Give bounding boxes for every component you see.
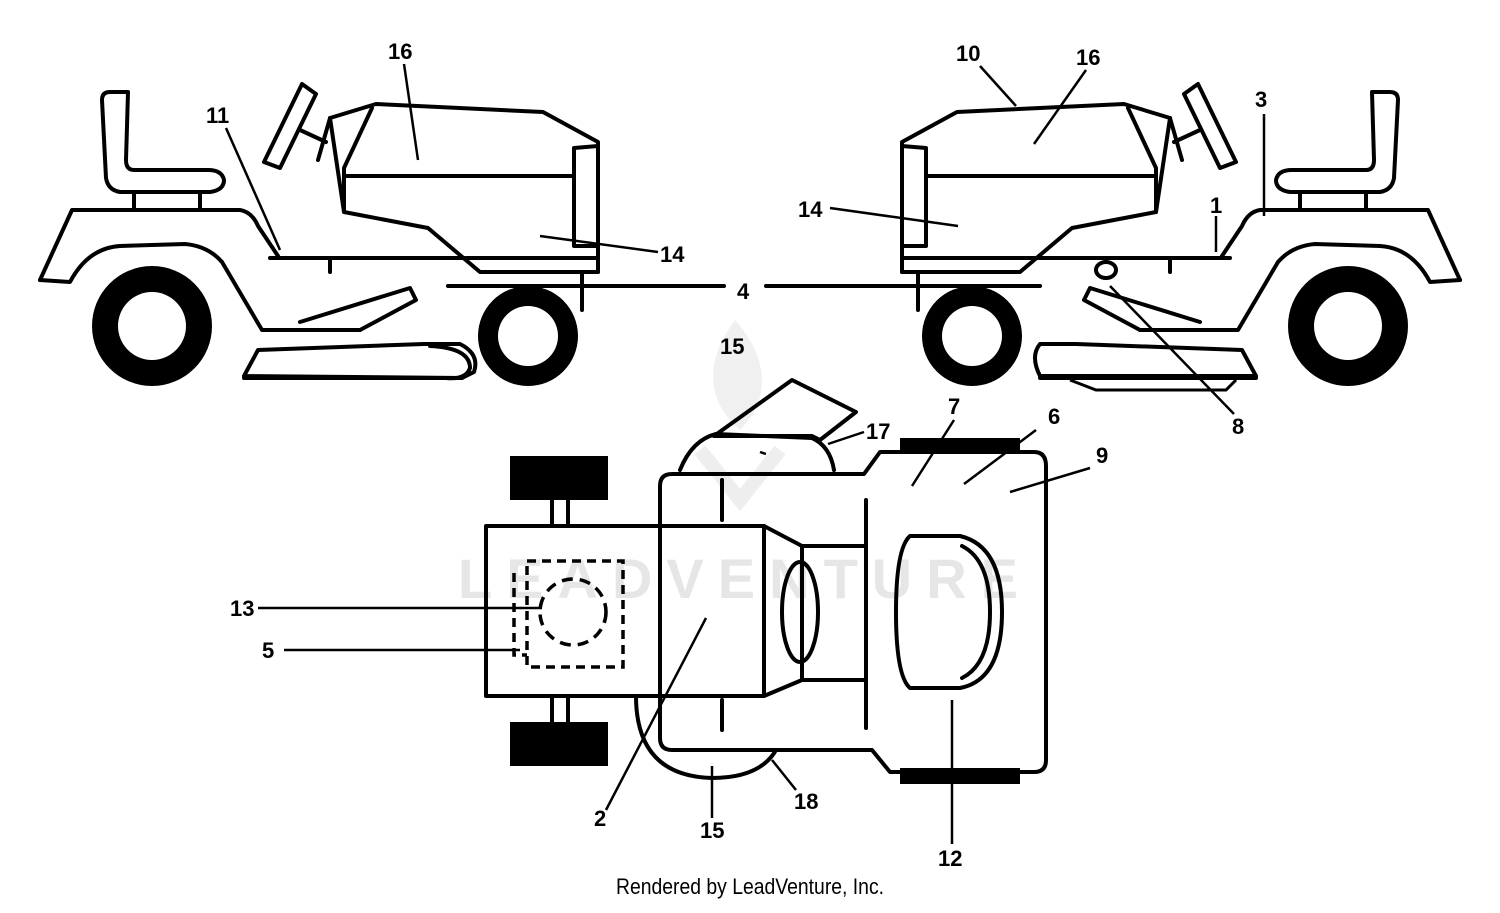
callout-numbers: 16 11 14 4 10 16 3 14 1 8 15 17 7 6 9 13… [206, 39, 1267, 871]
callout-top-13: 13 [230, 596, 254, 621]
top-view-tractor [484, 378, 1048, 784]
callout-top-18: 18 [794, 789, 818, 814]
callout-top-2: 2 [594, 806, 606, 831]
callout-center-4: 4 [737, 279, 750, 304]
callout-top-6: 6 [1048, 404, 1060, 429]
callout-top-12: 12 [938, 846, 962, 871]
right-side-view-tractor [764, 82, 1462, 392]
callout-right-14: 14 [798, 197, 823, 222]
callout-left-16: 16 [388, 39, 412, 64]
callout-top-9: 9 [1096, 443, 1108, 468]
callout-top-15: 15 [720, 334, 744, 359]
callout-right-1: 1 [1210, 193, 1222, 218]
callout-top-7: 7 [948, 394, 960, 419]
left-side-view-tractor [38, 82, 726, 386]
callout-right-10: 10 [956, 41, 980, 66]
footer-credit: Rendered by LeadVenture, Inc. [615, 874, 885, 899]
callout-right-8: 8 [1232, 414, 1244, 439]
callout-top-15b: 15 [700, 818, 724, 843]
leadventure-watermark: LEADVENTURE [458, 320, 1032, 610]
watermark-text: LEADVENTURE [458, 547, 1032, 610]
callout-left-11: 11 [206, 103, 229, 128]
leader-lines [224, 63, 1266, 844]
callout-right-3: 3 [1255, 87, 1267, 112]
callout-left-14: 14 [660, 242, 685, 267]
callout-right-16: 16 [1076, 45, 1100, 70]
callout-top-17: 17 [866, 419, 890, 444]
callout-top-5: 5 [262, 638, 274, 663]
